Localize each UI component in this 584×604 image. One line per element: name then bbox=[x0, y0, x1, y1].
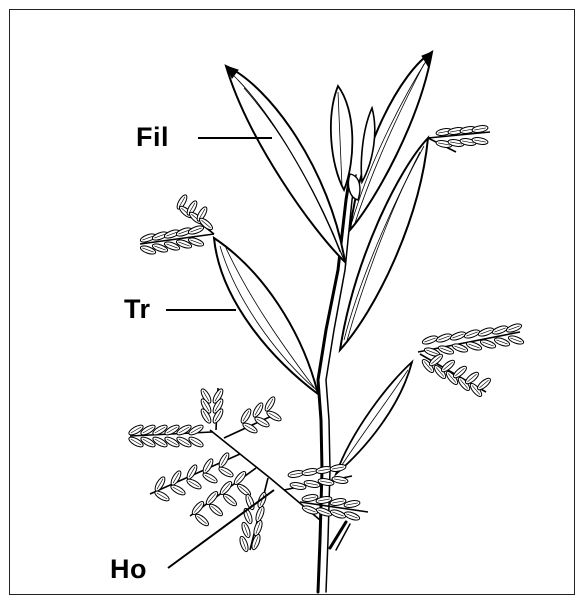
phyllode-mid-left bbox=[214, 238, 318, 394]
label-tr: Tr bbox=[124, 296, 151, 323]
phyllode-upper-left bbox=[226, 66, 345, 262]
phyllode-lower-right bbox=[336, 362, 412, 474]
label-ho: Ho bbox=[110, 556, 147, 583]
label-fil: Fil bbox=[136, 124, 169, 151]
